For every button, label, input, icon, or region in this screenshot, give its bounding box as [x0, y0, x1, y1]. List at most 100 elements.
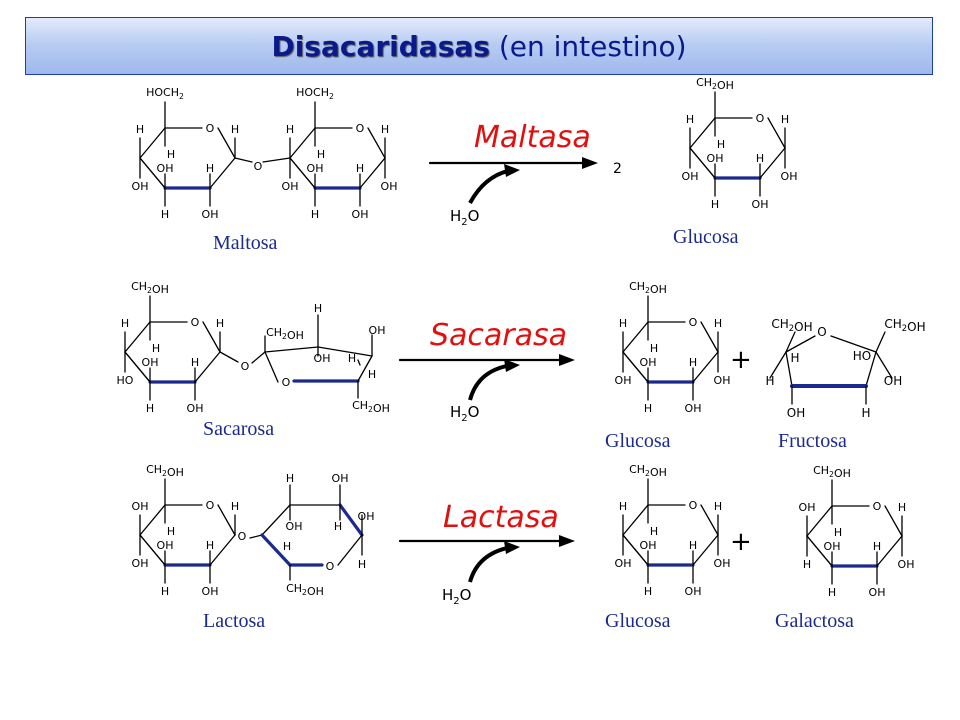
ch2oh-group: CH2OH — [286, 582, 324, 598]
bond — [124, 351, 151, 383]
bond — [367, 127, 386, 159]
atom-label: OH — [640, 356, 657, 369]
atom-label: H — [286, 472, 294, 485]
atom-label: OH — [752, 198, 769, 211]
atom-label: H — [286, 123, 294, 136]
atom-label: H — [644, 585, 652, 598]
plus-sign-1: + — [730, 345, 752, 375]
atom-label: H — [311, 208, 319, 221]
atom-label: H — [348, 352, 356, 365]
reaction-arrow-2-head — [559, 354, 575, 366]
atom-label: H — [146, 402, 154, 415]
atom-label: H — [216, 317, 224, 330]
atom-label: H — [644, 402, 652, 415]
atom-label: OH — [307, 162, 324, 175]
atom-label: H — [689, 539, 697, 552]
atom-label: OH — [202, 208, 219, 221]
reactant-label-maltosa: Maltosa — [213, 232, 278, 254]
atom-label: OH — [714, 557, 731, 570]
atom-label: HO — [117, 374, 134, 387]
ch2oh-group: CH2OH — [146, 463, 184, 479]
atom-label: H — [861, 406, 870, 420]
atom-label: H — [161, 208, 169, 221]
water-curve-1-head — [504, 164, 520, 177]
ring-oxygen: O — [756, 112, 765, 125]
bond — [234, 157, 253, 163]
enzyme-sacarasa: Sacarasa — [430, 318, 568, 353]
atom-label: H — [686, 113, 694, 126]
bond — [217, 504, 236, 536]
page-title: Disacaridasas (en intestino) — [26, 30, 932, 63]
atom-label: OH — [202, 585, 219, 598]
atom-label: H — [314, 302, 322, 315]
bond — [689, 147, 716, 179]
bond — [692, 351, 719, 383]
bond — [139, 127, 166, 159]
ring-oxygen: O — [689, 316, 698, 329]
enzyme-maltasa: Maltasa — [474, 120, 591, 155]
bond — [264, 351, 279, 383]
atom-label: H — [206, 162, 214, 175]
product-label-fructosa: Fructosa — [778, 430, 847, 452]
ch2oh-group: CH2OH — [131, 280, 169, 296]
bond — [622, 504, 649, 536]
atom-label: OH — [132, 557, 149, 570]
bond — [785, 335, 816, 353]
atom-label: OH — [685, 585, 702, 598]
bond — [700, 321, 719, 353]
atom-label: H — [619, 317, 627, 330]
atom-label: OH — [898, 558, 915, 571]
ring-oxygen: O — [206, 122, 215, 135]
reactant-label-lactosa: Lactosa — [203, 610, 266, 632]
atom-label: OH — [707, 152, 724, 165]
atom-label: H — [121, 317, 129, 330]
atom-label: H — [231, 500, 239, 513]
bond — [209, 534, 236, 566]
atom-label: OH — [314, 352, 331, 365]
atom-label: OH — [142, 356, 159, 369]
atom-label: H — [765, 374, 774, 388]
reactant-label-sacarosa: Sacarosa — [203, 418, 275, 440]
atom-label: OH — [787, 406, 805, 420]
water-label-3: H2O — [442, 586, 472, 607]
ring-bold-bond — [260, 533, 292, 567]
reaction-arrow-3-head — [559, 535, 575, 547]
atom-label: OH — [685, 402, 702, 415]
bond — [622, 321, 649, 353]
atom-label: OH — [369, 324, 386, 337]
bond — [337, 534, 363, 566]
hydrogen: H — [167, 525, 175, 538]
atom-label: OH — [615, 557, 632, 570]
bond — [359, 157, 386, 189]
stoich-coefficient: 2 — [613, 161, 622, 177]
ring-bold-bond — [338, 503, 364, 537]
atom-label: OH — [332, 472, 349, 485]
ring-oxygen: O — [689, 499, 698, 512]
ring-oxygen: O — [873, 500, 882, 513]
ring-oxygen: O — [326, 560, 335, 573]
bond — [289, 157, 316, 189]
atom-label: H — [689, 356, 697, 369]
ring-oxygen: O — [817, 325, 826, 339]
ring-oxygen: O — [356, 122, 365, 135]
product-label-glucosa-2: Glucosa — [605, 430, 671, 452]
bond — [692, 534, 719, 566]
bond — [759, 147, 786, 179]
atom-label: OH — [640, 539, 657, 552]
atom-label: OH — [781, 170, 798, 183]
bond — [806, 505, 833, 537]
bond — [139, 534, 166, 566]
atom-label: H — [714, 500, 722, 513]
bond — [139, 504, 166, 536]
bond — [317, 346, 373, 357]
reaction-arrow-1-head — [582, 157, 598, 169]
ch2oh-group: CH2OH — [629, 463, 667, 479]
bond — [289, 127, 316, 159]
hydrogen: H — [650, 525, 658, 538]
water-label-1: H2O — [450, 207, 480, 228]
bond — [357, 359, 361, 366]
bond — [139, 157, 166, 189]
glycosidic-oxygen: O — [254, 160, 263, 173]
atom-label: H — [206, 539, 214, 552]
atom-label: H — [756, 152, 764, 165]
